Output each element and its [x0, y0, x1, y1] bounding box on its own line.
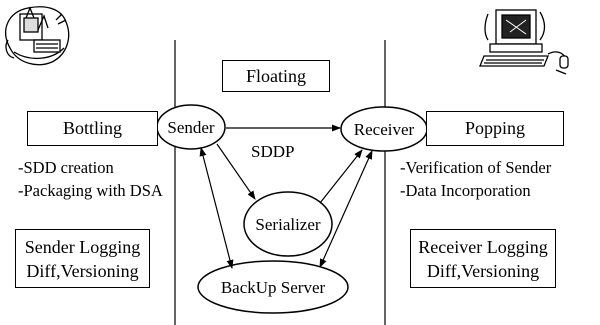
receiver-logging-box: Receiver Logging Diff,Versioning — [410, 229, 556, 288]
sender-logging-line2: Diff,Versioning — [26, 260, 139, 281]
floating-box: Floating — [222, 60, 330, 92]
left-notes: -SDD creation -Packaging with DSA — [18, 156, 163, 202]
sender-logging-line1: Sender Logging — [24, 236, 141, 257]
computer-illustration-right-icon — [479, 9, 569, 75]
sender-to-serializer-arrow — [216, 143, 256, 200]
receiver-label: Receiver — [353, 120, 415, 139]
sender-backup-arrow — [199, 147, 234, 269]
serializer-label: Serializer — [255, 215, 321, 234]
sender-label: Sender — [167, 118, 215, 137]
right-note-item: -Verification of Sender — [400, 158, 552, 177]
receiver-logging-line2: Diff,Versioning — [426, 260, 540, 281]
backup-server-ellipse — [197, 260, 349, 314]
receiver-logging-line1: Receiver Logging — [418, 236, 548, 257]
popping-label: Popping — [464, 118, 525, 138]
popping-box: Popping — [426, 111, 564, 146]
bottling-box: Bottling — [27, 111, 158, 146]
receiver-backup-arrow — [319, 150, 373, 268]
bottling-label: Bottling — [62, 118, 122, 138]
computer-illustration-left-icon — [5, 6, 70, 66]
floating-label: Floating — [245, 65, 306, 86]
right-notes: -Verification of Sender -Data Incorporat… — [400, 156, 551, 202]
sddp-label: SDDP — [251, 142, 295, 161]
right-note-item: -Data Incorporation — [400, 181, 531, 200]
sender-logging-box: Sender Logging Diff,Versioning — [15, 229, 150, 288]
left-note-item: -Packaging with DSA — [18, 181, 163, 200]
left-note-item: -SDD creation — [18, 158, 114, 177]
backup-server-label: BackUp Server — [220, 278, 326, 297]
serializer-to-receiver-arrow — [319, 149, 363, 204]
